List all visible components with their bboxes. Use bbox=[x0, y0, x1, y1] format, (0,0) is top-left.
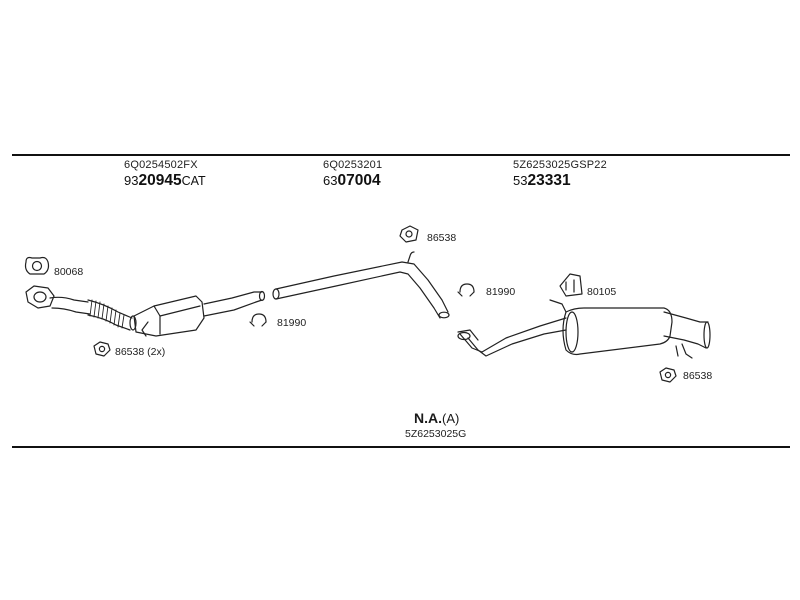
part-header-middle-pipe: 6Q0253201 6307004 bbox=[323, 159, 382, 190]
label-nut-front: 86538 (2x) bbox=[115, 346, 166, 358]
nut-icon bbox=[659, 367, 677, 383]
oem-number: 6Q0254502FX bbox=[124, 159, 198, 171]
part-number: 9320945CAT bbox=[124, 172, 206, 189]
na-label: N.A.(A) bbox=[414, 410, 460, 426]
top-divider bbox=[12, 154, 790, 156]
part-number: 5323331 bbox=[513, 172, 571, 189]
label-gasket: 80068 bbox=[54, 266, 84, 278]
label-nut-rear: 86538 bbox=[683, 370, 713, 382]
part-header-rear-silencer: 5Z6253025GSP22 5323331 bbox=[513, 159, 607, 190]
clamp-icon bbox=[249, 313, 267, 327]
oem-number: 5Z6253025GSP22 bbox=[513, 159, 607, 171]
front-flange-icon bbox=[25, 285, 55, 309]
label-hanger-rear: 80105 bbox=[587, 286, 617, 298]
label-hanger-mid: 86538 bbox=[427, 232, 457, 244]
label-clamp-cat: 81990 bbox=[277, 317, 307, 329]
part-number: 6307004 bbox=[323, 172, 381, 189]
hanger-icon bbox=[399, 225, 419, 243]
label-clamp-mid: 81990 bbox=[486, 286, 516, 298]
oem-number: 6Q0253201 bbox=[323, 159, 383, 171]
catalytic-converter-icon bbox=[133, 290, 266, 337]
part-header-front-pipe-catalyst: 6Q0254502FX 9320945CAT bbox=[124, 159, 206, 190]
rear-hanger-icon bbox=[559, 273, 583, 297]
bottom-divider bbox=[12, 446, 790, 448]
nut-icon bbox=[93, 341, 111, 357]
clamp-icon bbox=[457, 283, 475, 297]
rear-silencer-icon bbox=[457, 299, 711, 359]
na-code: 5Z6253025G bbox=[405, 428, 467, 440]
front-pipe-icon bbox=[49, 296, 137, 331]
gasket-icon bbox=[24, 256, 50, 275]
middle-pipe-icon bbox=[272, 251, 450, 319]
